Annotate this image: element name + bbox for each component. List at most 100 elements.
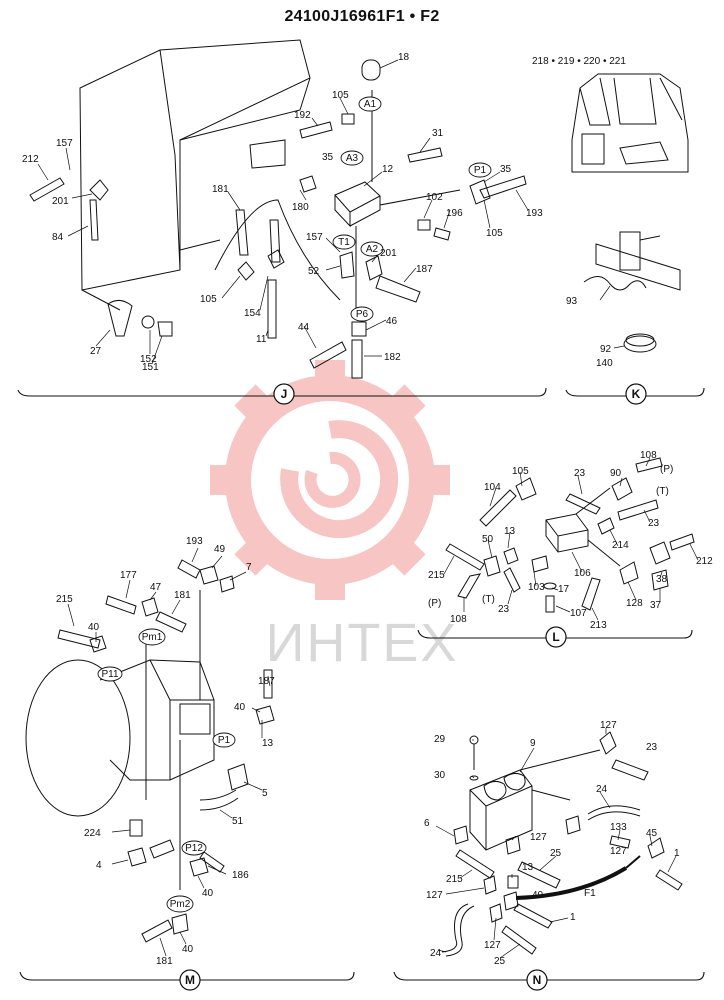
svg-text:93: 93 — [566, 296, 578, 307]
svg-text:215: 215 — [428, 570, 445, 581]
svg-text:215: 215 — [446, 874, 463, 885]
svg-text:25: 25 — [550, 848, 562, 859]
port-pm1: Pm1 — [138, 628, 166, 646]
svg-text:24: 24 — [430, 948, 442, 959]
svg-text:40: 40 — [88, 622, 100, 633]
port-p11: P11 — [97, 666, 123, 682]
svg-text:6: 6 — [424, 818, 430, 829]
svg-text:M: M — [185, 973, 195, 987]
svg-text:P11: P11 — [101, 669, 118, 680]
svg-text:23: 23 — [648, 518, 660, 529]
l-p-top-label: (P) — [660, 464, 673, 475]
part-labels-k: 93 92 140 — [566, 296, 613, 369]
svg-text:P1: P1 — [218, 735, 231, 746]
svg-text:192: 192 — [294, 110, 311, 121]
svg-text:27: 27 — [90, 346, 102, 357]
svg-text:A3: A3 — [346, 153, 359, 164]
svg-text:127: 127 — [484, 940, 501, 951]
section-l-drawing — [445, 457, 695, 613]
svg-text:201: 201 — [52, 196, 69, 207]
l-p-bottom-label: (P) — [428, 598, 441, 609]
part-labels-l: 108 90 105 23 104 13 50 214 23 212 215 1… — [428, 450, 713, 631]
port-labels: A1 A3 P1 T1 A2 P6 Pm1 P11 P1 P12 Pm2 — [97, 96, 492, 913]
svg-text:40: 40 — [182, 944, 194, 955]
svg-text:102: 102 — [426, 192, 443, 203]
svg-text:196: 196 — [446, 208, 463, 219]
svg-text:215: 215 — [56, 594, 73, 605]
svg-text:45: 45 — [646, 828, 658, 839]
svg-text:127: 127 — [530, 832, 547, 843]
l-t-bottom-label: (T) — [482, 594, 495, 605]
svg-text:140: 140 — [596, 358, 613, 369]
svg-text:40: 40 — [532, 890, 544, 901]
section-j-drawing — [29, 39, 527, 379]
svg-text:40: 40 — [202, 888, 214, 899]
port-p1: P1 — [468, 162, 492, 178]
svg-text:P12: P12 — [185, 843, 203, 854]
svg-text:187: 187 — [416, 264, 433, 275]
svg-text:P1: P1 — [474, 165, 487, 176]
svg-text:181: 181 — [156, 956, 173, 967]
svg-text:35: 35 — [322, 152, 334, 163]
svg-text:151: 151 — [142, 362, 159, 373]
section-badge-k: K — [625, 383, 647, 405]
svg-text:157: 157 — [306, 232, 323, 243]
svg-text:52: 52 — [308, 266, 320, 277]
svg-text:224: 224 — [84, 828, 101, 839]
svg-text:5: 5 — [262, 788, 268, 799]
svg-text:11: 11 — [256, 334, 267, 345]
svg-text:31: 31 — [432, 128, 444, 139]
svg-text:51: 51 — [232, 816, 244, 827]
svg-text:23: 23 — [498, 604, 510, 615]
svg-text:Pm1: Pm1 — [142, 632, 163, 643]
svg-text:212: 212 — [696, 556, 713, 567]
svg-text:108: 108 — [450, 614, 467, 625]
svg-text:105: 105 — [200, 294, 217, 305]
svg-text:127: 127 — [600, 720, 617, 731]
svg-text:38: 38 — [656, 574, 668, 585]
svg-text:13: 13 — [504, 526, 516, 537]
gear-logo — [210, 360, 450, 600]
port-p1-m: P1 — [212, 732, 236, 748]
svg-text:104: 104 — [484, 482, 501, 493]
port-a3: A3 — [340, 150, 364, 166]
svg-text:30: 30 — [434, 770, 446, 781]
section-badge-l: L — [545, 626, 567, 648]
section-badge-m: M — [179, 969, 201, 991]
svg-text:Pm2: Pm2 — [170, 899, 191, 910]
svg-text:152: 152 — [140, 354, 157, 365]
port-a2: A2 — [360, 241, 384, 257]
svg-text:18: 18 — [398, 52, 410, 63]
svg-text:127: 127 — [610, 846, 627, 857]
svg-text:23: 23 — [574, 468, 586, 479]
svg-text:182: 182 — [384, 352, 401, 363]
svg-text:177: 177 — [120, 570, 137, 581]
svg-text:128: 128 — [626, 598, 643, 609]
port-p12: P12 — [181, 840, 207, 856]
section-n-baseline — [393, 971, 705, 981]
svg-text:13: 13 — [262, 738, 274, 749]
svg-text:A1: A1 — [364, 99, 377, 110]
svg-text:181: 181 — [174, 590, 191, 601]
svg-text:105: 105 — [512, 466, 529, 477]
svg-text:44: 44 — [298, 322, 310, 333]
svg-text:214: 214 — [612, 540, 629, 551]
svg-text:37: 37 — [650, 600, 662, 611]
svg-text:K: K — [632, 387, 641, 401]
svg-text:47: 47 — [150, 582, 162, 593]
svg-text:107: 107 — [570, 608, 587, 619]
svg-text:127: 127 — [426, 890, 443, 901]
cab-range-label: 218 • 219 • 220 • 221 — [532, 56, 626, 67]
svg-text:201: 201 — [380, 248, 397, 259]
svg-text:T1: T1 — [338, 237, 350, 248]
svg-text:213: 213 — [590, 620, 607, 631]
leader-lines — [37, 59, 699, 959]
section-m-drawing — [25, 559, 275, 943]
svg-text:4: 4 — [96, 860, 102, 871]
svg-text:23: 23 — [646, 742, 658, 753]
svg-text:105: 105 — [486, 228, 503, 239]
section-n-drawing — [441, 731, 683, 957]
svg-text:193: 193 — [526, 208, 543, 219]
part-labels-m: 193 49 7 177 47 215 181 40 187 40 13 5 2… — [56, 536, 275, 967]
